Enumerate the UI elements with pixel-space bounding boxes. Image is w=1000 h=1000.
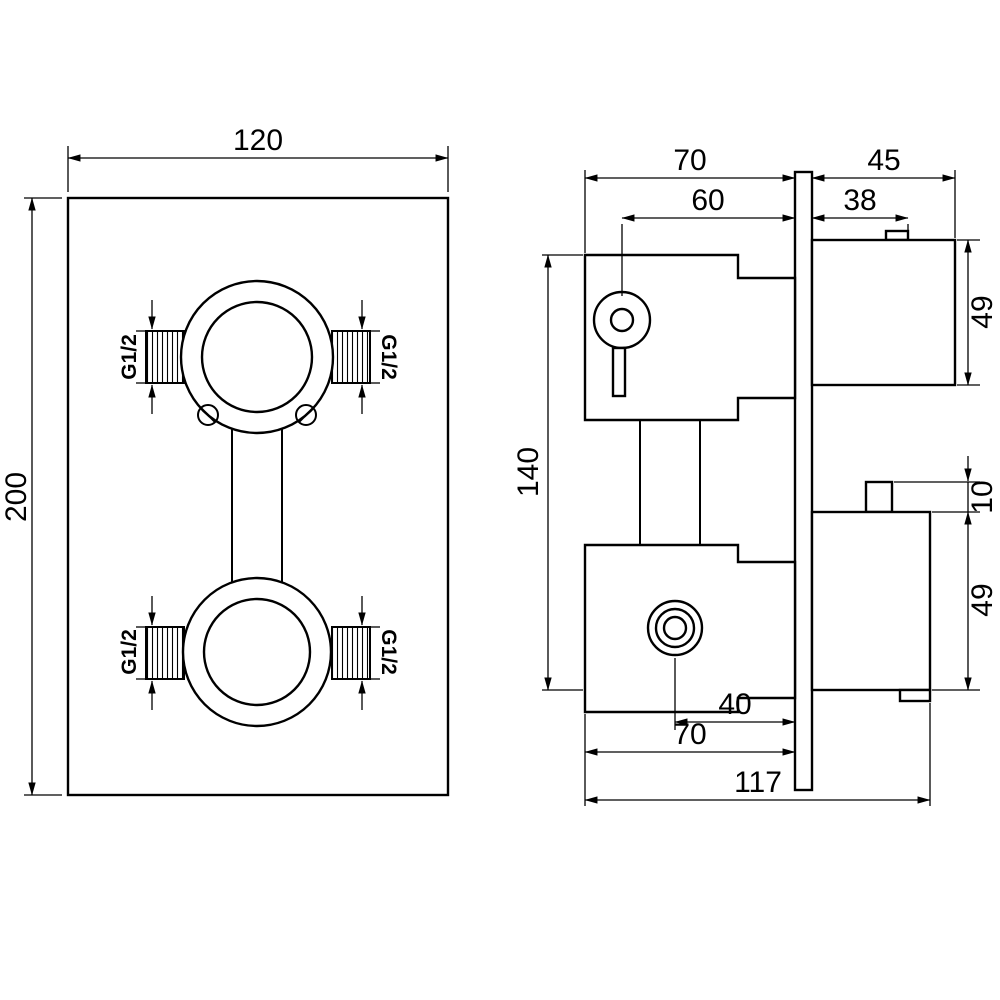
bottom-left-thread-nipple	[145, 626, 185, 680]
wall-plate	[793, 170, 814, 792]
side-view: 70 45 60 38 49	[512, 144, 999, 806]
bottom-right-thread-nipple	[331, 626, 371, 680]
dim-side-bottom-handle-height: 49	[932, 511, 999, 691]
dim-label-handle-hub-depth: 38	[843, 184, 876, 217]
dim-label-bottom-handle-height: 49	[966, 583, 999, 616]
top-valve-inner-ring	[200, 300, 314, 414]
top-valve: G1/2 G1/2	[118, 279, 400, 435]
lower-outlet-port	[646, 599, 704, 657]
dim-label-knob-height: 10	[966, 480, 999, 513]
bottom-valve-inner-ring	[202, 597, 312, 707]
dim-label-top-handle-height: 49	[966, 295, 999, 328]
dim-side-handle-hub-depth: 38	[811, 184, 909, 240]
dim-label-front-height: 200	[0, 472, 33, 522]
upper-lever-pin	[611, 346, 627, 398]
dim-side-handle-depth: 45	[811, 144, 956, 238]
dim-side-body-height: 140	[512, 254, 583, 691]
dim-side-body-depth-bottom: 70	[584, 714, 796, 758]
valve-connecting-bar	[231, 428, 283, 582]
top-handle	[810, 229, 957, 387]
top-handle-body	[810, 238, 957, 387]
dim-label-body-height: 140	[512, 447, 545, 497]
dim-label-total-depth: 117	[734, 766, 782, 799]
dim-side-body-depth-top: 70	[584, 144, 796, 253]
top-valve-screw-left	[197, 404, 219, 426]
dim-label-handle-depth: 45	[867, 144, 900, 177]
bottom-handle-knob	[864, 480, 894, 514]
dim-side-top-handle-height: 49	[957, 239, 999, 386]
bottom-valve: G1/2 G1/2	[118, 576, 400, 728]
upper-inlet-port-inner	[609, 307, 635, 333]
thread-label-bottom-left: G1/2	[118, 629, 141, 675]
top-valve-screw-right	[295, 404, 317, 426]
dim-thread-top-right: G1/2	[358, 300, 400, 414]
dim-label-body-depth-top: 70	[673, 144, 706, 177]
dim-label-valve-axis-depth: 60	[691, 184, 724, 217]
top-handle-knob	[884, 229, 910, 242]
top-left-thread-nipple	[145, 330, 185, 384]
lower-valve-body	[583, 543, 797, 714]
side-connecting-bar	[639, 420, 701, 545]
dim-label-body-depth-bottom: 70	[673, 718, 706, 751]
thread-label-top-right: G1/2	[377, 334, 400, 380]
dim-front-width: 120	[67, 124, 449, 192]
bottom-handle-foot	[898, 688, 932, 703]
dim-label-outlet-axis-depth: 40	[718, 688, 751, 721]
lower-outlet-port-mid	[654, 607, 696, 649]
dim-label-front-width: 120	[233, 124, 283, 157]
dim-thread-top-left: G1/2	[118, 300, 156, 414]
front-view: 120 200	[0, 124, 450, 797]
bottom-handle-body	[810, 510, 932, 692]
thread-label-bottom-right: G1/2	[377, 629, 400, 675]
lower-outlet-port-inner	[662, 615, 688, 641]
dim-side-knob-height: 10	[894, 456, 999, 514]
dim-side-valve-axis-depth: 60	[621, 184, 796, 296]
dim-thread-bottom-right: G1/2	[358, 596, 400, 710]
top-right-thread-nipple	[331, 330, 371, 384]
dim-front-height: 200	[0, 197, 62, 796]
thread-label-top-left: G1/2	[118, 334, 141, 380]
dim-thread-bottom-left: G1/2	[118, 596, 156, 710]
bottom-handle	[810, 480, 932, 703]
dim-side-outlet-axis-depth: 40	[674, 658, 796, 730]
dim-side-total-depth: 117	[584, 703, 931, 806]
